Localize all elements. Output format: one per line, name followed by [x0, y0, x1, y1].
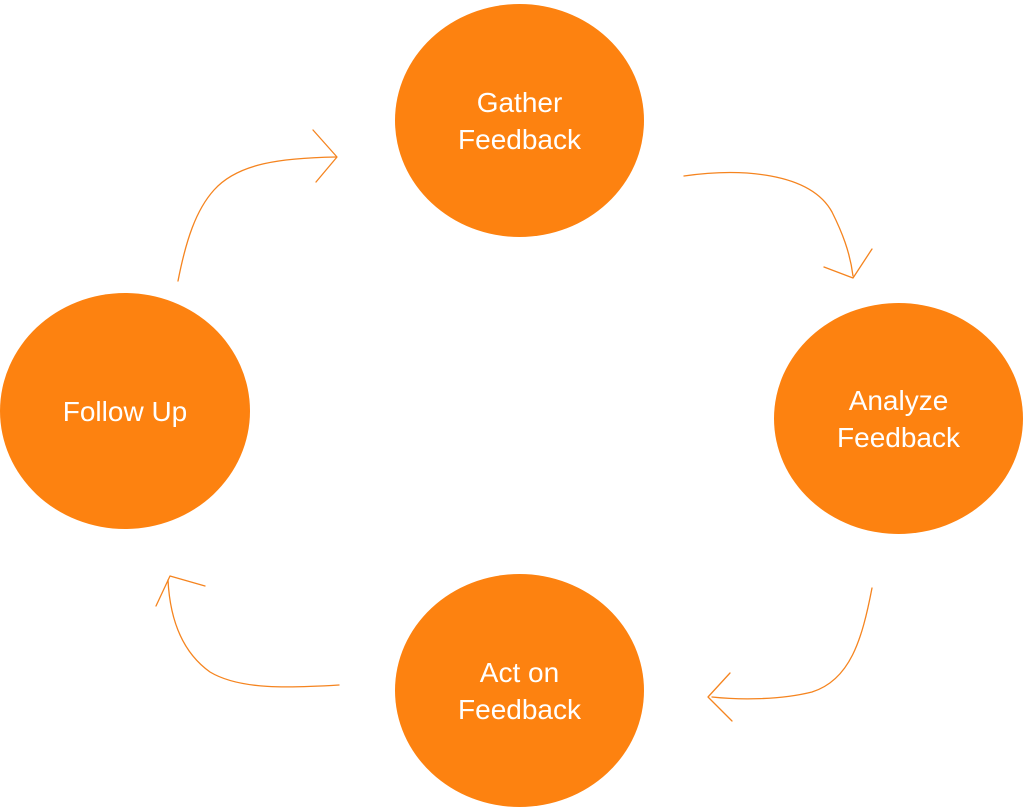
- node-follow-up-label: Follow Up: [62, 395, 188, 427]
- arrow-follow-to-gather-line: [177, 156, 337, 282]
- arrow-act-to-follow: [155, 575, 340, 688]
- arrow-follow-to-gather-head: [312, 129, 338, 183]
- arrow-act-to-follow-line: [167, 579, 340, 688]
- arrow-gather-to-analyze-head: [823, 248, 873, 279]
- node-follow-up: Follow Up: [0, 293, 250, 529]
- node-act-on-feedback-label: Act on Feedback: [458, 656, 581, 725]
- arrow-follow-to-gather: [177, 129, 338, 282]
- arrow-gather-to-analyze: [683, 171, 873, 279]
- arrow-gather-to-analyze-line: [683, 171, 854, 277]
- arrow-analyze-to-act-line: [711, 587, 873, 700]
- node-act-on-feedback: Act on Feedback: [395, 574, 644, 807]
- node-gather-feedback: Gather Feedback: [395, 4, 644, 237]
- node-gather-feedback-label: Gather Feedback: [458, 86, 581, 155]
- arrow-analyze-to-act: [707, 587, 873, 722]
- node-analyze-feedback-label: Analyze Feedback: [837, 384, 960, 453]
- arrow-analyze-to-act-head: [707, 672, 733, 722]
- arrow-act-to-follow-head: [155, 575, 206, 607]
- node-analyze-feedback: Analyze Feedback: [774, 303, 1023, 534]
